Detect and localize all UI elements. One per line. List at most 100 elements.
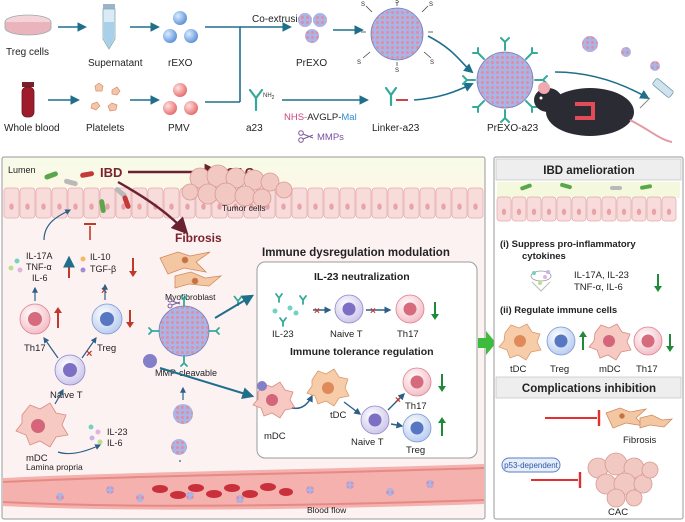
label-platelets: Platelets	[86, 123, 124, 134]
epithelial-nucleus	[249, 203, 254, 210]
label-prexo: PrEXO	[296, 58, 327, 69]
epithelial-cell	[115, 187, 132, 219]
vesicle-in-tissue	[171, 439, 187, 455]
th17-cell-n	[395, 294, 425, 324]
mouse-icon	[534, 82, 673, 143]
epithelial-cell	[307, 187, 324, 219]
epithelial-nucleus	[217, 203, 222, 210]
section-header-bg	[495, 158, 682, 181]
coextrusion-bracket	[205, 26, 241, 102]
label-mdc-itr: mDC	[264, 431, 286, 442]
epithelial-nucleus	[576, 208, 582, 216]
label-naive-t: Naive T	[50, 390, 83, 401]
label-treg: Treg	[97, 343, 116, 354]
epithelial-cell	[403, 187, 420, 219]
p53-badge	[501, 457, 561, 473]
cytokine-il23: IL-23	[107, 427, 128, 437]
cell-tdc: tDC	[510, 364, 527, 375]
epithelial-nucleus	[546, 208, 552, 216]
epithelial-nucleus	[473, 203, 478, 210]
outcome-panel: IBD amelioration (i) Suppress pro-inflam…	[493, 156, 684, 520]
label-lumen: Lumen	[8, 165, 36, 175]
arrow	[81, 337, 97, 359]
tdc-cell-r	[498, 323, 542, 361]
il23n-title: IL-23 neutralization	[314, 271, 410, 283]
label-th17: Th17	[24, 343, 46, 354]
arrow	[343, 401, 362, 415]
section-ii-head: (ii) Regulate immune cells	[500, 305, 617, 316]
mmp-cleavable-particle	[148, 295, 220, 367]
label-coextrusion: Co-extrusion	[252, 14, 309, 25]
epithelial-nucleus	[393, 203, 398, 210]
arrow	[291, 394, 313, 410]
arrow	[54, 388, 64, 405]
label-th17-n: Th17	[397, 329, 419, 340]
epithelial-nucleus	[531, 208, 537, 216]
itr-title: Immune tolerance regulation	[290, 346, 434, 358]
arrow	[554, 71, 650, 99]
epithelial-nucleus	[313, 203, 318, 210]
epithelial-cell	[291, 187, 308, 219]
arrow	[57, 444, 102, 455]
platelets-icon	[90, 82, 121, 112]
linker-antibody-icon	[384, 86, 408, 107]
arrow	[387, 393, 405, 411]
epithelial-cell	[339, 187, 356, 219]
cytokine-tnfa: TNF-α	[26, 262, 52, 272]
epithelial-nucleus	[57, 203, 62, 210]
naive-t-cell-n	[334, 294, 364, 324]
s-marker: S	[430, 60, 434, 66]
cytokine-il17a: IL-17A	[26, 251, 53, 261]
label-pmv: PMV	[168, 123, 190, 134]
epithelial-nucleus	[441, 203, 446, 210]
blocked-x: ×	[86, 348, 92, 360]
naive-t-cell	[54, 354, 86, 386]
epithelial-nucleus	[516, 208, 522, 216]
il23-il6-group: IL-23 IL-6	[88, 424, 128, 448]
label-mmp-cleavable: MMP-cleavable	[155, 368, 217, 378]
small-particles-icon	[582, 36, 660, 71]
epithelial-nucleus	[501, 208, 507, 216]
cytokine-swirl-icon	[530, 270, 552, 292]
naive-t-cell-itr	[360, 405, 390, 435]
mdc-cell-r	[588, 323, 632, 361]
epithelial-nucleus	[329, 203, 334, 210]
blocked-x: ×	[314, 306, 320, 317]
epithelial-nucleus	[137, 203, 142, 210]
epithelial-nucleus	[651, 208, 657, 216]
epithelial-nucleus	[606, 208, 612, 216]
th17-cell-itr	[402, 367, 432, 397]
epithelial-cell	[35, 187, 52, 219]
epithelial-cell	[147, 187, 164, 219]
epithelial-cell	[387, 187, 404, 219]
epithelial-nucleus	[281, 203, 286, 210]
epithelial-cell	[435, 187, 452, 219]
epithelial-nucleus	[425, 203, 430, 210]
arrow	[390, 421, 404, 429]
label-il23-n: IL-23	[272, 329, 294, 340]
label-fibrosis-r: Fibrosis	[623, 435, 657, 446]
blocked-x: ×	[101, 285, 107, 297]
epithelial-cell	[451, 187, 468, 219]
top-synthesis-section: Treg cells Supernatant rEXO Co-extrusion…	[4, 0, 674, 143]
epithelial-nucleus	[561, 208, 567, 216]
epithelial-nucleus	[297, 203, 302, 210]
centrifuge-tube-icon	[102, 4, 116, 50]
s-marker: S	[357, 60, 361, 66]
prexo-a23-particle	[462, 37, 548, 123]
label-fibrosis: Fibrosis	[175, 231, 222, 245]
epithelial-cell	[355, 187, 372, 219]
mdc-cell-itr	[252, 381, 296, 419]
cell-treg: Treg	[550, 364, 569, 375]
epithelial-nucleus	[621, 208, 627, 216]
th17-cell	[19, 303, 51, 335]
epithelial-cell	[467, 187, 484, 219]
epithelial-cell	[419, 187, 436, 219]
label-treg-itr: Treg	[406, 445, 425, 456]
epithelial-nucleus	[41, 203, 46, 210]
label-naive-t-itr: Naive T	[351, 437, 384, 448]
bacteria-icon	[520, 182, 652, 191]
epithelial-nucleus	[25, 203, 30, 210]
label-naive-t-n: Naive T	[330, 329, 363, 340]
epithelial-nucleus	[121, 203, 126, 210]
